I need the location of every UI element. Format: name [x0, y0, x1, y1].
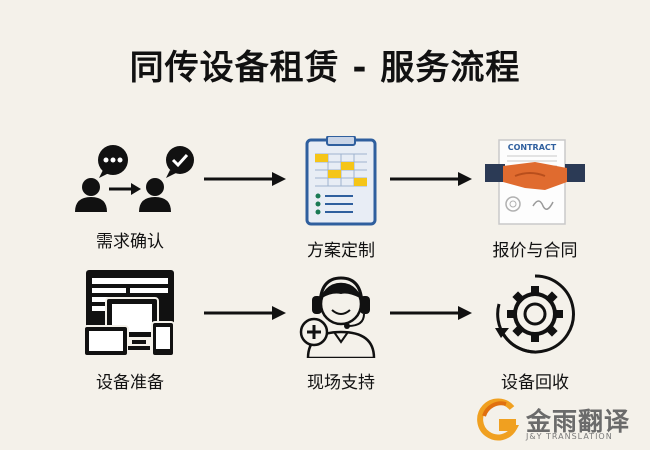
clipboard-schedule-icon — [305, 136, 377, 226]
contract-text: CONTRACT — [508, 143, 557, 152]
gear-recycle-icon — [495, 274, 575, 354]
step-equipment-recovery: 设备回收 — [460, 270, 610, 393]
step-label: 需求确认 — [96, 232, 164, 252]
brand-logo: 金雨翻译 J&Y TRANSLATION — [476, 398, 646, 446]
step-equipment-preparation: 设备准备 — [55, 270, 205, 393]
arrow-right-icon — [390, 306, 472, 320]
logo-mark-icon — [477, 398, 520, 441]
arrow-right-icon — [204, 172, 286, 186]
arrow-right-icon — [204, 306, 286, 320]
step-plan-customization: 方案定制 — [266, 136, 416, 261]
step-quotation-contract: CONTRACT 报价与合同 — [460, 136, 610, 261]
step-label: 方案定制 — [307, 241, 375, 261]
step-onsite-support: 现场支持 — [266, 270, 416, 393]
page-title: 同传设备租赁 - 服务流程 — [129, 48, 521, 88]
people-chat-icon — [75, 145, 194, 212]
step-requirement-confirmation: 需求确认 — [55, 142, 205, 252]
logo-name: 金雨翻译 — [526, 407, 631, 436]
logo-subtitle: J&Y TRANSLATION — [526, 432, 613, 441]
support-headset-icon — [299, 276, 376, 358]
contract-handshake-icon: CONTRACT — [485, 139, 585, 225]
step-label: 设备回收 — [501, 373, 569, 393]
step-label: 报价与合同 — [492, 241, 578, 261]
devices-icon — [83, 270, 175, 357]
arrow-right-icon — [390, 172, 472, 186]
step-label: 设备准备 — [96, 373, 164, 393]
step-label: 现场支持 — [307, 373, 375, 393]
